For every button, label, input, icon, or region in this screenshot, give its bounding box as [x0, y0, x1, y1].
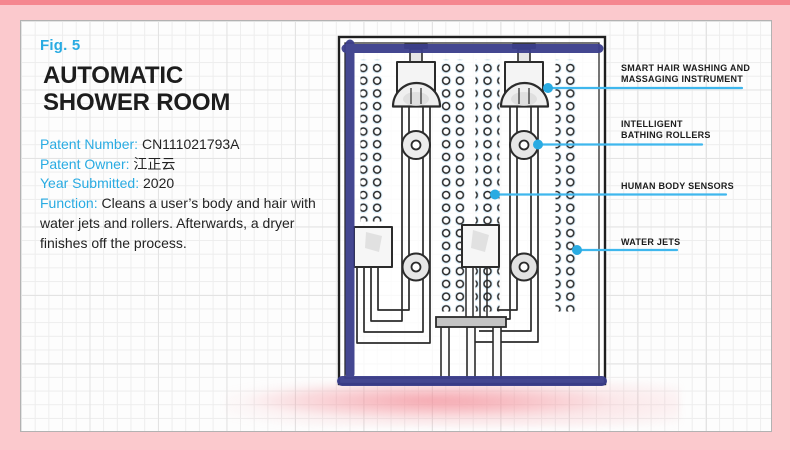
jet-column-left-wall [360, 59, 385, 222]
navy-marker-border [337, 39, 607, 386]
function-row: Function: Cleans a user’s body and hair … [40, 194, 328, 253]
pink-watercolor-smudge [225, 381, 680, 427]
bench-leg [440, 326, 450, 379]
callout-lines [490, 83, 744, 255]
patent-number-row: Patent Number: CN111021793A [40, 135, 328, 155]
patent-owner-value: 江正云 [133, 155, 176, 172]
guide-rails-and-pipes-left [356, 106, 431, 344]
patent-owner-label: Patent Owner: [40, 155, 130, 172]
bench-leg [466, 326, 476, 379]
function-label: Function: [40, 195, 98, 212]
patent-info-block: Patent Number: CN111021793A Patent Owner… [40, 135, 328, 253]
shower-bench [435, 316, 507, 379]
shower-unit-right [461, 43, 550, 343]
water-jet-columns [360, 59, 580, 312]
guide-rails-and-pipes-right [470, 106, 539, 343]
callout-dot-hair-washer [543, 83, 553, 93]
jet-column-right-wall [555, 59, 580, 312]
function-value: Cleans a user’s body and hair with water… [40, 195, 316, 251]
year-submitted-value: 2020 [143, 175, 175, 192]
jet-column-center-left [440, 59, 465, 312]
callout-dot-bathing-rollers [533, 139, 543, 150]
box-to-bench-pipes [465, 267, 488, 318]
bench-top [435, 316, 507, 328]
callout-label-bathing-rollers: INTELLIGENT BATHING ROLLERS [621, 119, 711, 140]
patent-number-label: Patent Number: [40, 136, 139, 152]
patent-number-value: CN111021793A [141, 136, 240, 152]
patent-owner-row: Patent Owner: 江正云 [40, 155, 328, 175]
figure-number-label: Fig. 5 [40, 37, 81, 54]
callout-label-water-jets: WATER JETS [621, 237, 681, 247]
bench-leg [492, 326, 502, 379]
callout-label-body-sensors: HUMAN BODY SENSORS [621, 181, 734, 191]
top-accent-strip [0, 0, 790, 5]
year-submitted-row: Year Submitted: 2020 [40, 174, 328, 194]
callout-label-hair-washer: SMART HAIR WASHING AND MASSAGING INSTRUM… [621, 63, 751, 84]
callout-dot-water-jets [572, 245, 582, 255]
callout-dot-body-sensors [490, 189, 500, 200]
shower-unit-left [353, 43, 442, 344]
page-title: AUTOMATIC SHOWER ROOM [43, 62, 231, 116]
year-submitted-label: Year Submitted: [40, 175, 140, 192]
